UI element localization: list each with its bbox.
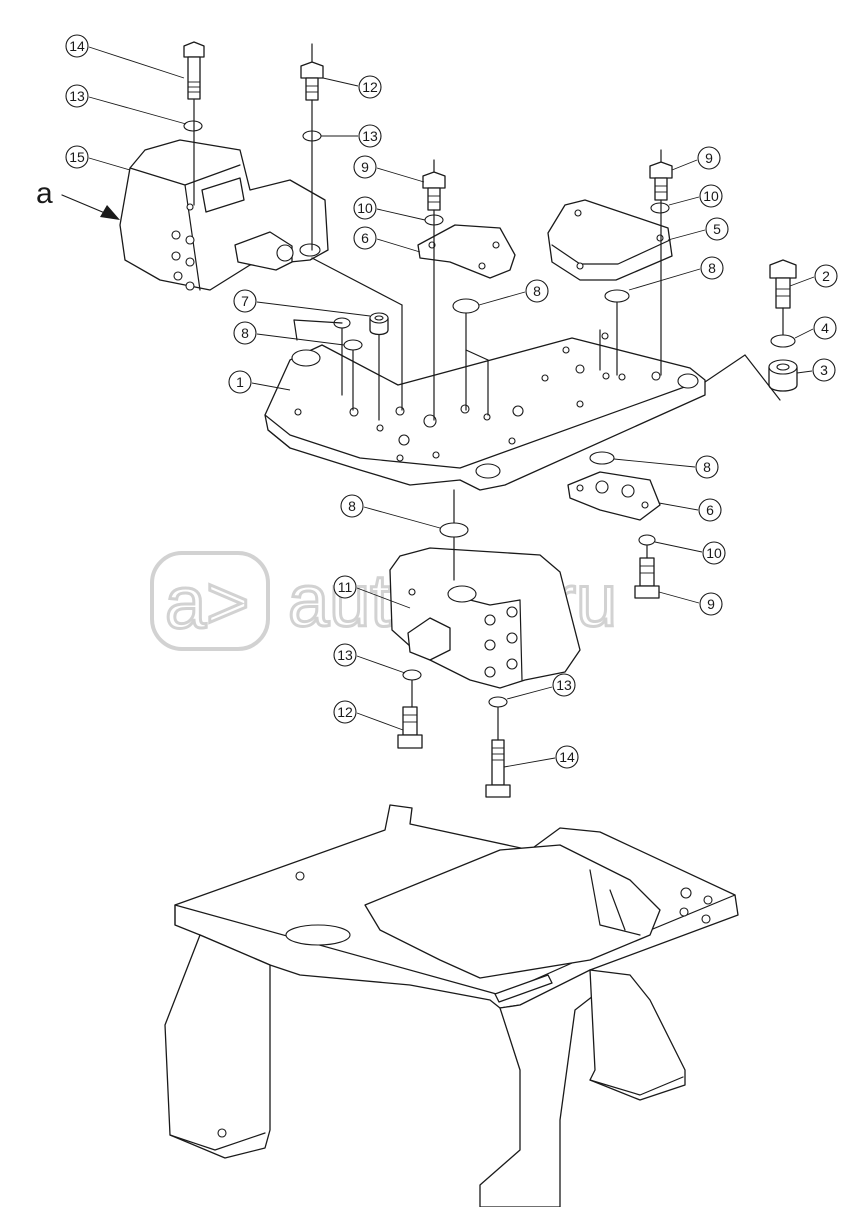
callout-2: 2 <box>789 264 838 288</box>
callout-9-b: 9 <box>671 146 721 171</box>
bolt-14-top <box>183 41 205 100</box>
watermark-logo-box <box>150 551 270 651</box>
callout-label: 10 <box>357 200 373 216</box>
callout-15: 15 <box>65 145 131 171</box>
callout-9-c: 9 <box>658 591 723 616</box>
plate-5 <box>547 199 673 281</box>
callout-label: 5 <box>713 221 721 237</box>
callout-13-right: 13 <box>321 124 382 148</box>
bolt-9-top <box>422 171 446 211</box>
view-label: a <box>36 177 53 210</box>
plate-6-lower <box>567 471 661 521</box>
callout-5: 5 <box>667 217 729 241</box>
callout-9-a: 9 <box>353 155 425 183</box>
callout-12-top: 12 <box>322 75 382 99</box>
callout-12-lower: 12 <box>333 700 404 731</box>
callout-8-a: 8 <box>628 256 724 291</box>
washer-4 <box>770 334 796 348</box>
callout-label: 15 <box>69 149 85 165</box>
callout-label: 9 <box>705 150 713 166</box>
lower-valve <box>389 547 581 689</box>
callout-label: 14 <box>69 38 85 54</box>
callout-8-b: 8 <box>478 279 549 306</box>
callout-label: 8 <box>533 283 541 299</box>
bolt-9-lower <box>634 557 660 599</box>
callout-6-b: 6 <box>658 498 722 522</box>
callout-label: 6 <box>361 230 369 246</box>
callout-label: 8 <box>241 325 249 341</box>
callout-label: 8 <box>348 498 356 514</box>
spacer-3 <box>768 359 798 392</box>
callout-label: 13 <box>362 128 378 144</box>
plate-6-upper <box>417 224 516 279</box>
callout-13-top: 13 <box>65 84 187 125</box>
callout-label: 2 <box>822 268 830 284</box>
callout-label: 6 <box>706 502 714 518</box>
callout-1: 1 <box>228 370 291 394</box>
callout-10-a: 10 <box>353 196 426 221</box>
callout-label: 13 <box>69 88 85 104</box>
watermark-logo: a> <box>165 561 249 644</box>
callout-label: 11 <box>338 579 353 595</box>
bolt-12-top <box>300 61 324 101</box>
callout-13-c: 13 <box>333 643 406 674</box>
callout-label: 8 <box>703 459 711 475</box>
callout-3: 3 <box>796 358 836 382</box>
bolt-12-lower <box>397 706 423 749</box>
callout-label: 10 <box>706 545 722 561</box>
upper-valve <box>119 139 329 291</box>
callout-8-d: 8 <box>613 455 719 479</box>
view-arrow-head <box>100 205 120 220</box>
callout-label: 8 <box>708 260 716 276</box>
assembly-lines <box>193 43 784 741</box>
washer-10-c <box>638 534 656 546</box>
callout-7: 7 <box>233 289 371 317</box>
callout-label: 9 <box>707 596 715 612</box>
callout-label: 12 <box>337 704 353 720</box>
callout-10-b: 10 <box>668 184 723 208</box>
shim-8-e <box>589 451 615 465</box>
washer-13-a <box>183 120 203 132</box>
callout-4: 4 <box>794 316 837 340</box>
callout-label: 1 <box>236 374 244 390</box>
callout-label: 9 <box>361 159 369 175</box>
bolt-2 <box>769 259 797 309</box>
washer-13-c <box>402 669 422 681</box>
callout-label: 12 <box>362 79 378 95</box>
callout-13-d: 13 <box>506 673 576 700</box>
callouts: 14 13 15 12 13 9 10 <box>65 34 838 769</box>
view-arrow: a <box>36 177 120 220</box>
callout-label: 7 <box>241 293 249 309</box>
shim-8-f <box>439 522 469 538</box>
bolt-9-right <box>649 161 673 201</box>
shim-8-a <box>452 298 480 314</box>
shim-8-d <box>343 339 363 351</box>
shim-8-b <box>604 289 630 303</box>
bolt-14-lower <box>485 739 511 798</box>
washer-13-d <box>488 696 508 708</box>
callout-label: 3 <box>820 362 828 378</box>
callout-label: 13 <box>337 647 353 663</box>
washer-10-b <box>650 202 670 214</box>
base-plate <box>264 332 706 491</box>
callout-10-c: 10 <box>654 541 726 565</box>
callout-8-e: 8 <box>340 494 441 529</box>
callout-label: 10 <box>703 188 719 204</box>
callout-label: 14 <box>559 749 575 765</box>
callout-11: 11 <box>333 575 411 609</box>
callout-label: 13 <box>556 677 572 693</box>
callout-label: 4 <box>821 320 829 336</box>
main-frame <box>164 804 739 1207</box>
callout-14-lower: 14 <box>503 745 579 769</box>
spring-7 <box>369 312 389 336</box>
callout-14-top: 14 <box>65 34 185 79</box>
callout-6-a: 6 <box>353 226 421 253</box>
callout-8-c: 8 <box>233 321 345 346</box>
